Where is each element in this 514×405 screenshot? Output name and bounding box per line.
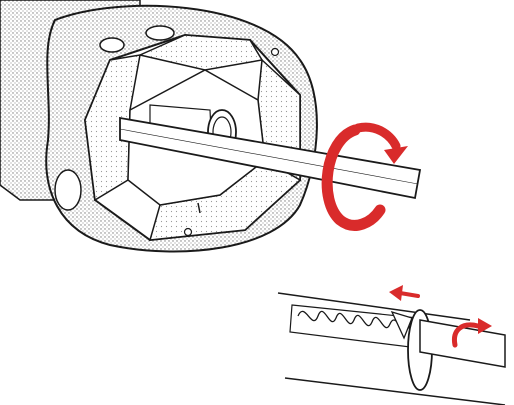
screw-slot	[197, 202, 201, 214]
tube-top-edge	[277, 292, 471, 321]
tube-bottom-edge	[284, 377, 506, 405]
tube-detail	[277, 292, 506, 405]
tool-shaft	[119, 116, 422, 200]
jaw-segment-top	[137, 34, 264, 71]
inserted-rod	[419, 319, 506, 368]
screw-hole	[183, 227, 193, 237]
clip-wedge	[390, 310, 413, 340]
clamp-assembly	[0, 0, 422, 253]
screw-hole	[270, 47, 280, 57]
tool-shaft-edge	[119, 128, 419, 185]
clockwise-rotation-arrow-icon	[321, 122, 408, 231]
bolt-head	[145, 25, 175, 41]
left-pointing-arrow-icon	[389, 285, 420, 301]
curved-up-arrow-icon	[451, 318, 492, 348]
bolt-head	[54, 169, 82, 211]
bolt-head	[99, 37, 125, 53]
spring-clip	[297, 310, 411, 330]
